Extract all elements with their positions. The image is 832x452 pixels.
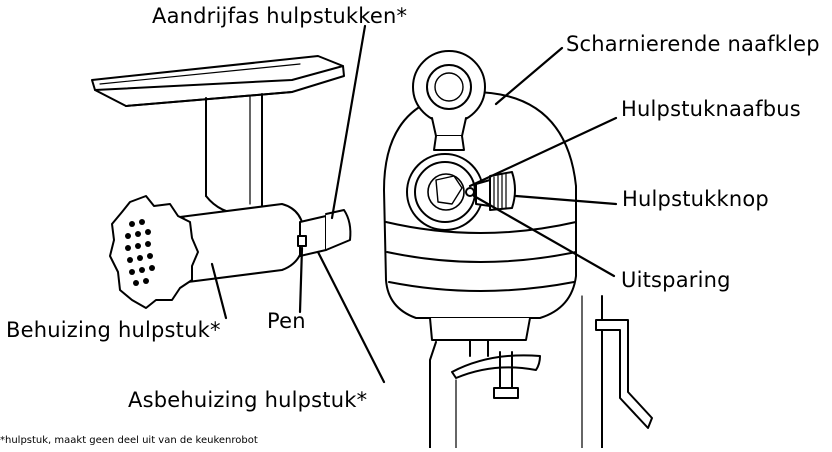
label-attachment-hub-socket: Hulpstuknaafbus <box>621 97 801 121</box>
label-notch: Uitsparing <box>621 268 731 292</box>
label-attachment-shaft-housing: Asbehuizing hulpstuk* <box>128 388 368 412</box>
footnote: *hulpstuk, maakt geen deel uit van de ke… <box>0 435 258 446</box>
label-hinged-hub-cover: Scharnierende naafklep <box>566 32 820 56</box>
grinder-hopper <box>91 55 345 107</box>
grinder-neck <box>205 93 263 207</box>
stand-lever <box>595 319 653 429</box>
label-attachment-drive-shaft: Aandrijfas hulpstukken* <box>152 4 408 28</box>
attachment-knob <box>475 171 516 211</box>
leader-lines <box>210 24 618 384</box>
label-pin: Pen <box>267 309 306 333</box>
grinder-attachment <box>91 55 352 309</box>
label-attachment-housing: Behuizing hulpstuk* <box>6 318 221 342</box>
grinder-ring-nut <box>109 195 199 309</box>
grinder-plate-holes <box>125 219 155 286</box>
hinged-hub-cover <box>412 50 486 151</box>
attachment-hub-socket <box>406 153 484 231</box>
mixer-head <box>383 50 577 357</box>
grinder-pin <box>297 235 307 247</box>
label-attachment-knob: Hulpstukknop <box>622 187 769 211</box>
mixer-stand <box>429 295 653 449</box>
